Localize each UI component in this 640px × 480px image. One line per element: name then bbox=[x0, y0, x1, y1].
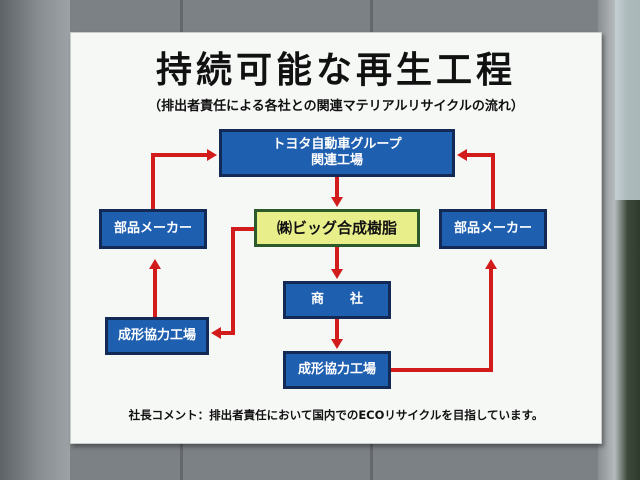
arrow-molding-bottom-to-parts-right bbox=[489, 269, 493, 372]
arrow-trading-to-molding bbox=[335, 319, 339, 341]
arrowhead bbox=[485, 259, 497, 269]
parts-maker-right-box: 部品メーカー bbox=[439, 209, 547, 249]
toyota-group-box: トヨタ自動車グループ 関連工場 bbox=[219, 129, 455, 177]
arrowhead bbox=[211, 327, 221, 339]
arrowhead bbox=[149, 259, 161, 269]
molding-partner-left-box: 成形協力工場 bbox=[105, 317, 209, 355]
arrow-molding-left-to-parts bbox=[153, 269, 157, 317]
arrow-big-to-molding-left bbox=[221, 331, 235, 335]
recycling-flow-sign: 持続可能な再生工程 （排出者責任による各社との関連マテリアルリサイクルの流れ） … bbox=[70, 32, 602, 444]
trading-company-box: 商 社 bbox=[283, 281, 391, 319]
arrow-toyota-to-big bbox=[335, 177, 339, 199]
arrow-big-to-molding-left bbox=[231, 227, 254, 231]
arrow-parts-left-to-toyota bbox=[151, 153, 209, 157]
big-resin-box: ㈱ビッグ合成樹脂 bbox=[254, 209, 420, 247]
toyota-box-line1: トヨタ自動車グループ bbox=[272, 137, 402, 152]
arrowhead bbox=[457, 149, 467, 161]
sign-title: 持続可能な再生工程 bbox=[155, 50, 516, 91]
arrow-big-to-molding-left bbox=[231, 227, 235, 333]
sign-subtitle: （排出者責任による各社との関連マテリアルリサイクルの流れ） bbox=[148, 99, 524, 114]
arrow-parts-right-to-toyota bbox=[491, 153, 495, 209]
arrow-parts-left-to-toyota bbox=[151, 153, 155, 209]
molding-partner-bottom-box: 成形協力工場 bbox=[283, 351, 391, 389]
toyota-box-line2: 関連工場 bbox=[310, 153, 363, 168]
arrowhead bbox=[331, 339, 343, 349]
arrow-big-to-trading bbox=[335, 247, 339, 271]
arrowhead bbox=[207, 149, 217, 161]
left-pillar bbox=[0, 0, 70, 480]
window-light bbox=[615, 0, 640, 200]
arrow-molding-bottom-to-parts-right bbox=[391, 368, 493, 372]
president-comment: 社長コメント：排出者責任において国内でのECOリサイクルを目指しています。 bbox=[128, 408, 544, 422]
parts-maker-left-box: 部品メーカー bbox=[99, 209, 207, 249]
arrowhead bbox=[331, 269, 343, 279]
arrow-parts-right-to-toyota bbox=[467, 153, 495, 157]
arrowhead bbox=[331, 197, 343, 207]
